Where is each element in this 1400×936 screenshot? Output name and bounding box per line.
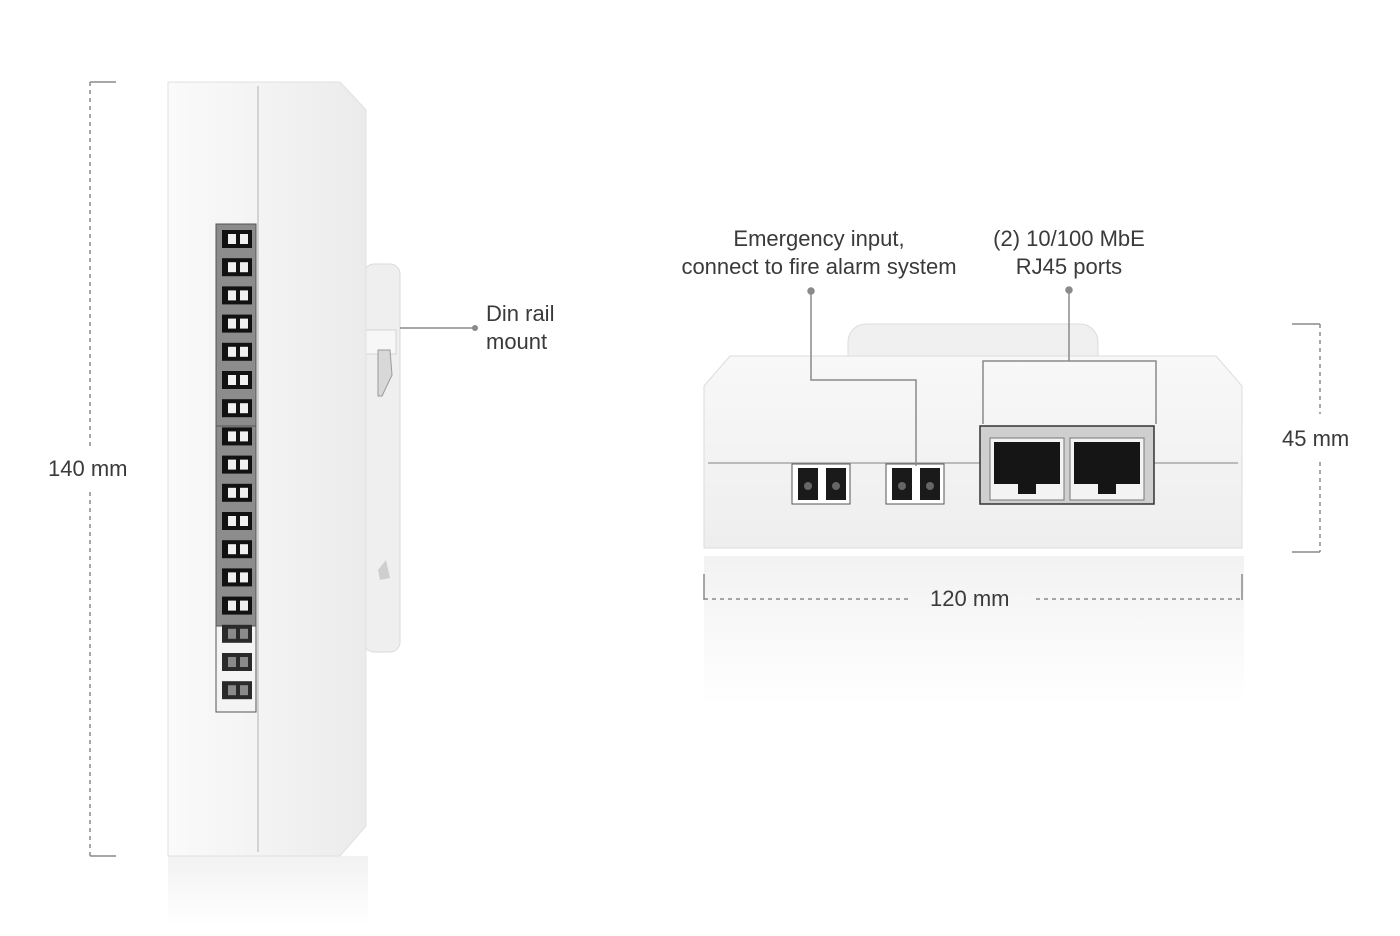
emergency-callout xyxy=(807,287,917,466)
terminal-pins xyxy=(216,230,256,700)
terminal-pin xyxy=(222,596,252,615)
ports-label: (2) 10/100 MbE RJ45 ports xyxy=(974,225,1164,281)
din-rail-clip xyxy=(363,263,401,653)
ports-callout xyxy=(982,286,1157,424)
terminal-pin xyxy=(222,230,252,248)
terminal-pin xyxy=(222,314,252,333)
emergency-connector xyxy=(885,463,945,505)
depth-dimension xyxy=(1292,323,1321,553)
terminal-pin xyxy=(222,540,252,559)
terminal-pin xyxy=(222,399,252,418)
din-rail-label: Din rail mount xyxy=(486,300,554,356)
front-reflection xyxy=(704,556,1244,706)
width-dimension xyxy=(703,574,1243,600)
height-dimension xyxy=(89,81,116,857)
terminal-pin xyxy=(222,624,252,643)
terminal-pin xyxy=(222,653,252,671)
terminal-pin xyxy=(222,286,252,305)
width-label: 120 mm xyxy=(930,586,1010,611)
terminal-pin xyxy=(222,342,252,361)
height-label: 140 mm xyxy=(48,456,128,481)
rj45-ports xyxy=(979,425,1155,505)
ports-label-line1: (2) 10/100 MbE xyxy=(993,226,1145,251)
terminal-pin xyxy=(222,371,252,389)
front-housing xyxy=(703,355,1243,549)
side-housing xyxy=(167,81,367,857)
terminal-pin xyxy=(222,681,252,700)
terminal-pin xyxy=(222,512,252,530)
din-rail-label-line1: Din rail xyxy=(486,301,555,326)
din-rail-callout xyxy=(400,325,478,331)
emergency-label: Emergency input, connect to fire alarm s… xyxy=(664,225,974,281)
terminal-pin xyxy=(222,455,252,474)
terminal-pin xyxy=(222,568,252,587)
front-view-device xyxy=(703,323,1244,706)
clip-latch xyxy=(377,349,393,397)
ports-label-line2: RJ45 ports xyxy=(1015,254,1123,279)
terminal-pin xyxy=(222,258,252,277)
side-view-device xyxy=(167,81,401,926)
emergency-label-line1: Emergency input, xyxy=(733,226,905,251)
side-reflection xyxy=(168,856,368,926)
depth-label: 45 mm xyxy=(1282,426,1350,451)
din-rail-label-line2: mount xyxy=(486,329,548,354)
emergency-label-line2: connect to fire alarm system xyxy=(681,254,957,279)
terminal-pin xyxy=(222,483,252,502)
connector-left xyxy=(791,463,851,505)
terminal-pin xyxy=(222,427,252,446)
